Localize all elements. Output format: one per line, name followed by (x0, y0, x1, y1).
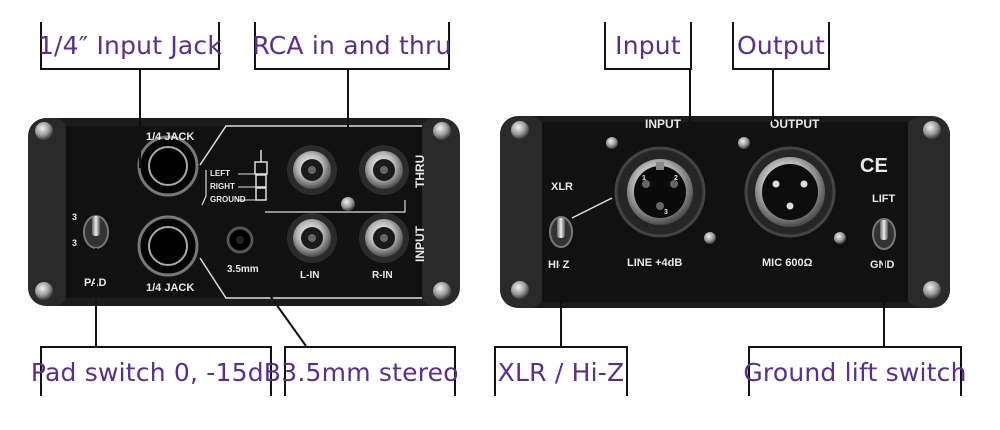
screw-icon (923, 121, 941, 139)
right-side-grip (904, 116, 950, 308)
leader-lines (95, 70, 885, 347)
callout-xlr-hiz: XLR / Hi-Z (494, 346, 628, 396)
screw-icon (511, 281, 529, 299)
callout-output: Output (732, 22, 830, 70)
callout-input: Input (604, 22, 692, 70)
screw-icon (341, 197, 355, 211)
pad-mark-top: 3 (72, 212, 77, 222)
callout-ground-lift: Ground lift switch (743, 346, 966, 396)
ce-mark: CE (860, 155, 888, 177)
mini-jack-label: 3.5mm (227, 264, 259, 275)
mic-level-label: MIC 600Ω (762, 257, 813, 269)
jack-bottom-label: 1/4 JACK (146, 282, 194, 294)
output-label: OUTPUT (770, 117, 820, 131)
pin-2-label: 2 (674, 175, 678, 182)
ground-label: GROUND (210, 195, 246, 204)
screw-icon (35, 122, 53, 140)
screw-icon (433, 122, 451, 140)
r-in-label: R-IN (372, 270, 393, 281)
line-level-label: LINE +4dB (627, 257, 682, 269)
right-side-grip (418, 118, 460, 306)
screw-icon (511, 121, 529, 139)
left-side-grip (28, 118, 70, 306)
l-in-label: L-IN (300, 270, 319, 281)
lift-label: LIFT (872, 193, 895, 205)
screw-icon (606, 137, 618, 149)
screw-icon (433, 282, 451, 300)
screw-icon (923, 281, 941, 299)
gnd-label: GND (870, 259, 895, 271)
hiz-label: HI-Z (548, 259, 570, 271)
xlr-label: XLR (551, 181, 573, 193)
callout-rca-in-thru: RCA in and thru (252, 22, 451, 70)
pin-3-label: 3 (664, 209, 668, 216)
screw-icon (704, 232, 716, 244)
callout-quarter-inch-jack: 1/4″ Input Jack (38, 22, 222, 70)
pin-1-label: 1 (642, 175, 646, 182)
callout-pad-switch: Pad switch 0, -15dB (31, 346, 281, 396)
left-unit: 1/4 JACK 1/4 JACK LEFT RIGHT GROUND 3.5m… (28, 118, 460, 306)
thru-vertical-label: THRU (413, 155, 427, 188)
callout-stereo-mini: 3.5mm stereo (281, 346, 459, 396)
screw-icon (738, 137, 750, 149)
left-label: LEFT (210, 169, 230, 178)
screw-icon (834, 232, 846, 244)
pad-mark-bottom: 3 (72, 238, 77, 248)
input-vertical-label: INPUT (413, 225, 427, 262)
input-label: INPUT (645, 117, 682, 131)
screw-icon (35, 282, 53, 300)
jack-top-label: 1/4 JACK (146, 131, 194, 143)
left-side-grip (500, 116, 546, 308)
right-unit: INPUT OUTPUT XLR HI-Z LINE +4dB MIC 600Ω… (500, 116, 950, 308)
right-label: RIGHT (210, 182, 235, 191)
